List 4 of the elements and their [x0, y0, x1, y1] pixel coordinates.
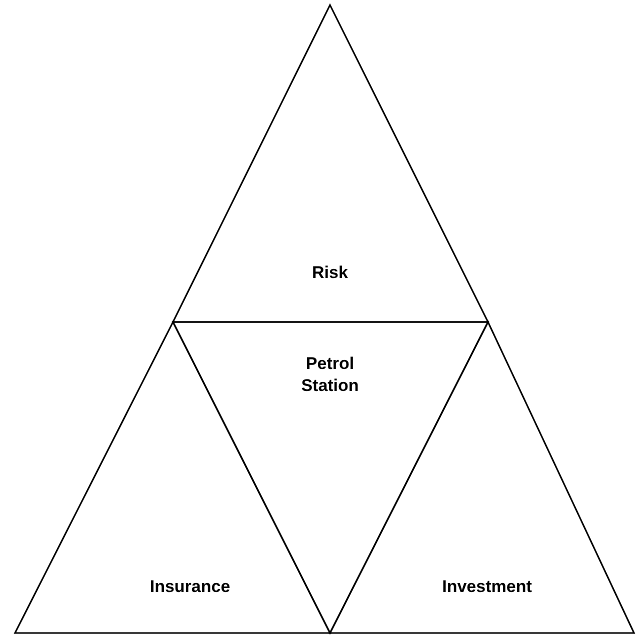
- triangle-label: Insurance: [148, 576, 232, 598]
- triangle-label: Petrol Station: [300, 352, 360, 397]
- triangle-label: Risk: [311, 262, 349, 284]
- triangle-label: Investment: [441, 576, 533, 598]
